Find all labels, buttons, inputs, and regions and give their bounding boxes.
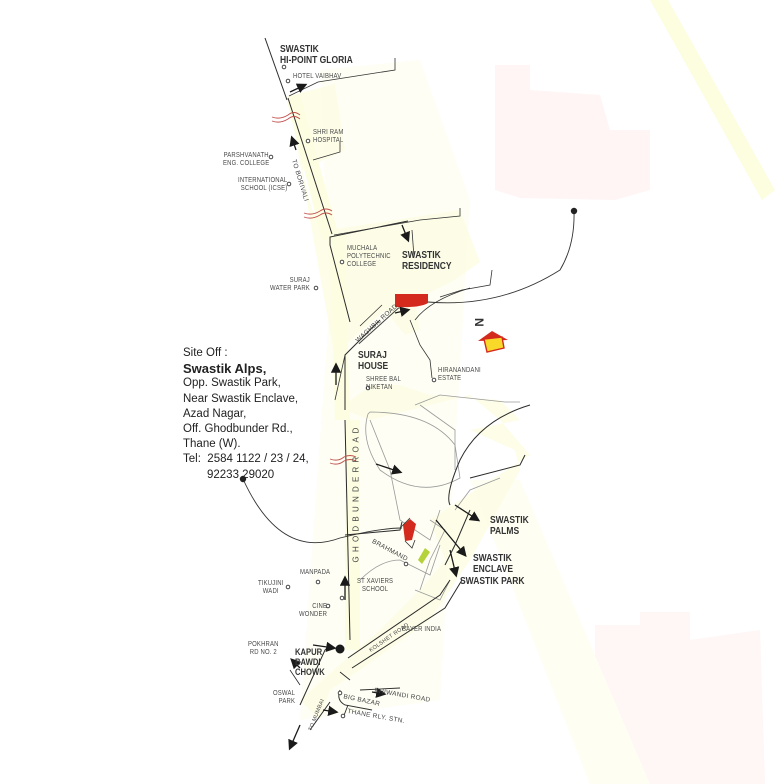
swastik-alps-site bbox=[403, 519, 416, 541]
north-label: N bbox=[472, 318, 486, 327]
swastik-alps-site-outline bbox=[399, 517, 416, 549]
pink-tint-top bbox=[495, 65, 650, 200]
hiranandani-curve-road bbox=[444, 404, 531, 566]
glow-diagonal-right bbox=[650, 0, 775, 200]
landmark-manpada: MANPADA bbox=[300, 569, 331, 576]
green-marker bbox=[418, 548, 430, 564]
side-roads bbox=[288, 58, 493, 401]
minor-roads bbox=[359, 394, 520, 601]
road-ghodbunder: G H O D B U N D E R R O A D bbox=[351, 426, 361, 563]
address-line-3: Azad Nagar, bbox=[183, 407, 247, 420]
address-heading: Site Off : bbox=[183, 347, 228, 359]
leader-residency-2 bbox=[414, 287, 471, 321]
leader-dot-left bbox=[239, 475, 247, 483]
swastik-residency-site bbox=[395, 294, 428, 308]
site-office-address: Site Off : Swastik Alps, Opp. Swastik Pa… bbox=[183, 346, 309, 483]
tel-number-2: 92233 29020 bbox=[207, 468, 275, 481]
address-line-2: Near Swastik Enclave, bbox=[183, 392, 299, 405]
brahmand-road bbox=[344, 521, 403, 536]
glow-diagonal-lower bbox=[470, 480, 650, 784]
leader-dot-right bbox=[570, 207, 578, 215]
direction-arrows bbox=[288, 83, 481, 751]
break-marks bbox=[271, 112, 357, 465]
road-strip-upper bbox=[286, 95, 340, 240]
pink-tint-bottom bbox=[595, 612, 765, 784]
landmark-circles bbox=[268, 64, 437, 719]
leader-residency bbox=[427, 210, 575, 304]
project-swastik-park: SWASTIK PARK bbox=[460, 576, 525, 587]
pokhran-road bbox=[289, 669, 301, 686]
landmark-bayer-india: BAYER INDIA bbox=[402, 626, 442, 633]
address-tel: Tel: 2584 1122 / 23 / 24, bbox=[183, 452, 309, 467]
kapur-bawdi-dot bbox=[335, 644, 345, 654]
address-line-4: Off. Ghodbunder Rd., bbox=[183, 423, 293, 436]
tel-label: Tel: bbox=[183, 453, 201, 466]
kolshet-road bbox=[347, 579, 463, 669]
landmark-hotel-vaibhav: HOTEL VAIBHAV bbox=[293, 73, 342, 80]
address-line-5: Thane (W). bbox=[183, 438, 241, 451]
north-house-icon bbox=[478, 331, 508, 353]
address-project-name: Swastik Alps, bbox=[183, 361, 267, 377]
leader-alps bbox=[242, 478, 403, 544]
tel-number-1: 2584 1122 / 23 / 24, bbox=[207, 453, 309, 466]
address-line-1: Opp. Swastik Park, bbox=[183, 377, 281, 390]
road-corridor-fill bbox=[288, 84, 530, 720]
